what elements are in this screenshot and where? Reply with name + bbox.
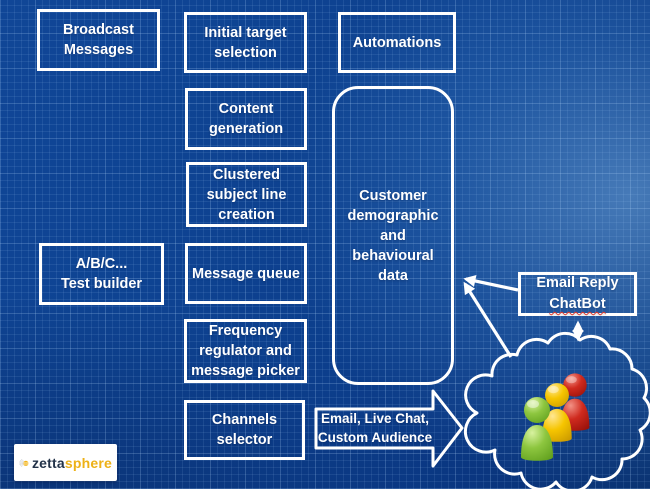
chatbot-line1: Email Reply bbox=[536, 274, 619, 291]
box-message-queue: Message queue bbox=[185, 243, 307, 304]
box-broadcast-messages: Broadcast Messages bbox=[37, 9, 160, 71]
chatbot-line2-misspelled: ChatBot bbox=[549, 296, 606, 312]
box-customer-demographic-data: Customer demographic and behavioural dat… bbox=[332, 86, 454, 385]
segmented-sphere-icon bbox=[23, 460, 29, 466]
box-channels-selector: Channels selector bbox=[184, 400, 305, 460]
box-frequency-regulator: Frequency regulator and message picker bbox=[184, 319, 307, 383]
zettasphere-logo-text: zettasphere bbox=[32, 455, 112, 471]
box-content-generation: Content generation bbox=[185, 88, 307, 150]
person-yellow-icon bbox=[542, 383, 572, 442]
person-green-icon bbox=[521, 397, 553, 461]
fingerprint-icon bbox=[19, 458, 25, 467]
logo-zetta: zetta bbox=[31, 454, 65, 471]
box-abc-test-builder: A/B/C... Test builder bbox=[39, 243, 164, 305]
arrow-chatbot-to-data bbox=[463, 275, 519, 292]
zettasphere-logo-icon bbox=[19, 458, 29, 467]
flow-arrow-shape bbox=[314, 389, 464, 468]
people-group-icon bbox=[521, 373, 590, 461]
logo-sphere: sphere bbox=[64, 454, 112, 471]
flow-arrow-label: Email, Live Chat, Custom Audience bbox=[317, 410, 433, 445]
box-automations: Automations bbox=[338, 12, 456, 73]
arrow-cloud-to-data bbox=[463, 281, 513, 358]
box-initial-target-selection: Initial target selection bbox=[184, 12, 307, 73]
cloud-outline-icon bbox=[463, 331, 650, 489]
box-clustered-subject-line-creation: Clustered subject line creation bbox=[186, 162, 307, 227]
box-email-reply-chatbot: Email Reply ChatBot bbox=[518, 272, 637, 316]
zettasphere-logo: zettasphere bbox=[14, 444, 117, 481]
